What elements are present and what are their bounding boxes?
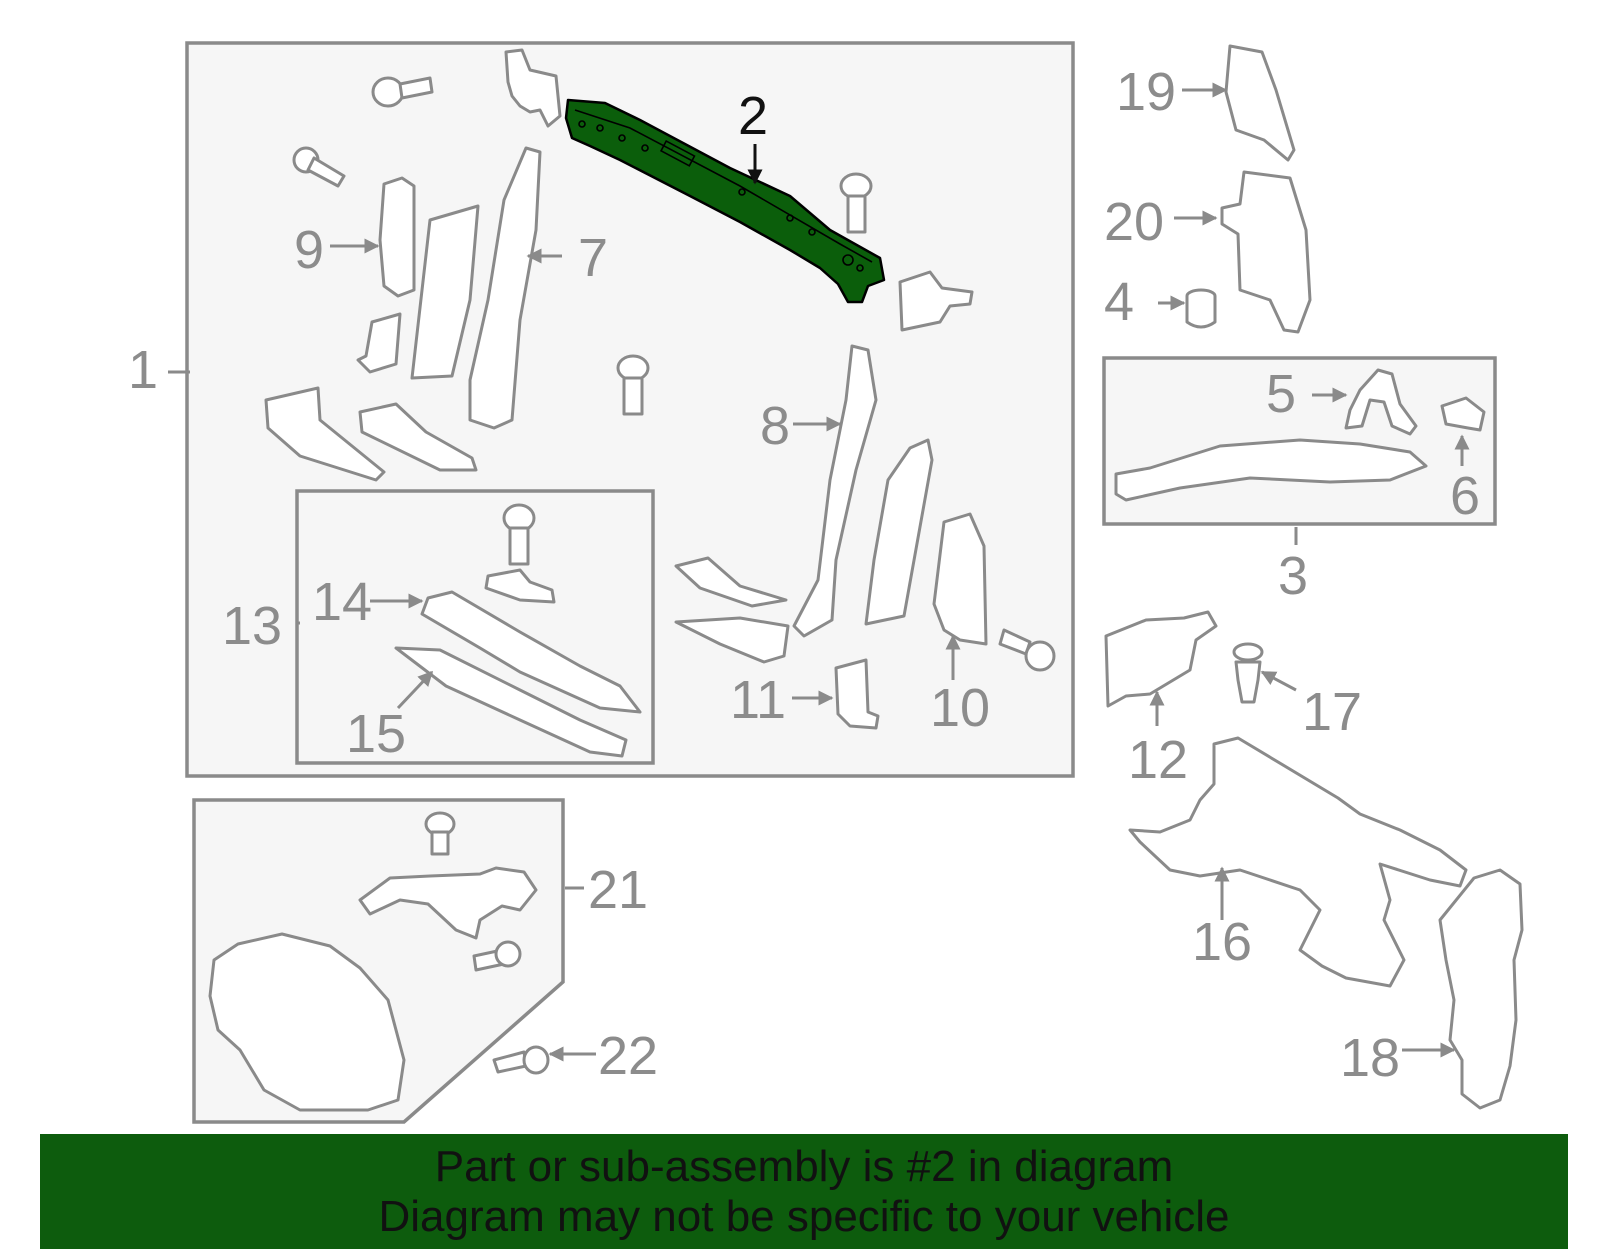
bolt-icon (616, 354, 650, 416)
part-6 (1440, 396, 1486, 432)
callout-7: 7 (578, 228, 608, 288)
callout-16: 16 (1192, 912, 1252, 972)
small-bracket (356, 312, 402, 374)
callout-5: 5 (1266, 364, 1296, 424)
callout-19: 19 (1116, 62, 1176, 122)
callout-17: 17 (1302, 682, 1362, 742)
part-17 (1232, 642, 1264, 704)
callout-10: 10 (930, 678, 990, 738)
callout-13: 13 (222, 596, 282, 656)
callout-22: 22 (598, 1026, 658, 1086)
callout-20: 20 (1104, 192, 1164, 252)
part-18 (1438, 868, 1524, 1110)
part-5 (1344, 368, 1418, 436)
callout-18: 18 (1340, 1028, 1400, 1088)
part-15 (394, 646, 628, 758)
callout-6: 6 (1450, 466, 1480, 526)
callout-12: 12 (1128, 730, 1188, 790)
part-7 (468, 146, 542, 430)
callout-4: 4 (1104, 272, 1134, 332)
bracket-lower-a (674, 556, 788, 608)
callout-14: 14 (312, 572, 372, 632)
bolt-icon (371, 76, 434, 108)
part-14 (420, 590, 642, 714)
clip-13 (484, 568, 556, 604)
lower-bracket-a (264, 386, 386, 482)
callout-11: 11 (730, 670, 786, 730)
part-11 (834, 658, 880, 730)
part-19 (1224, 44, 1296, 162)
callout-3: 3 (1278, 546, 1308, 606)
banner-line-1: Part or sub-assembly is #2 in diagram (434, 1142, 1174, 1191)
bracket-top (504, 48, 562, 128)
bracket-lower-b (674, 616, 790, 664)
callout-8: 8 (760, 396, 790, 456)
bolt-icon (998, 628, 1056, 672)
bracket-right (898, 270, 974, 332)
callout-15: 15 (346, 704, 406, 764)
bolt-icon (502, 503, 536, 566)
banner-line-2: Diagram may not be specific to your vehi… (378, 1192, 1230, 1241)
bolt-icon (839, 172, 873, 234)
part-20 (1220, 170, 1312, 334)
callout-21: 21 (588, 860, 648, 920)
part-8 (792, 344, 878, 638)
part-12 (1104, 610, 1218, 708)
part-9 (378, 176, 416, 298)
panel-8b (864, 438, 934, 626)
callout-9: 9 (294, 220, 324, 280)
bracket-21 (358, 866, 538, 940)
part-2-highlighted[interactable] (564, 98, 886, 304)
bolt-icon (292, 146, 346, 188)
panel-middle (410, 204, 480, 380)
part-22 (492, 1045, 550, 1075)
part-3 (1114, 438, 1428, 502)
info-banner: Part or sub-assembly is #2 in diagram Di… (40, 1134, 1568, 1249)
callout-1: 1 (128, 340, 158, 400)
radar-sensor (208, 932, 406, 1112)
bolt-icon (472, 940, 522, 972)
part-4 (1185, 288, 1217, 329)
part-10 (932, 512, 988, 646)
bolt-icon (424, 811, 456, 856)
lower-bracket-b (358, 402, 478, 472)
callout-2: 2 (738, 86, 768, 146)
part-16 (1128, 736, 1468, 988)
